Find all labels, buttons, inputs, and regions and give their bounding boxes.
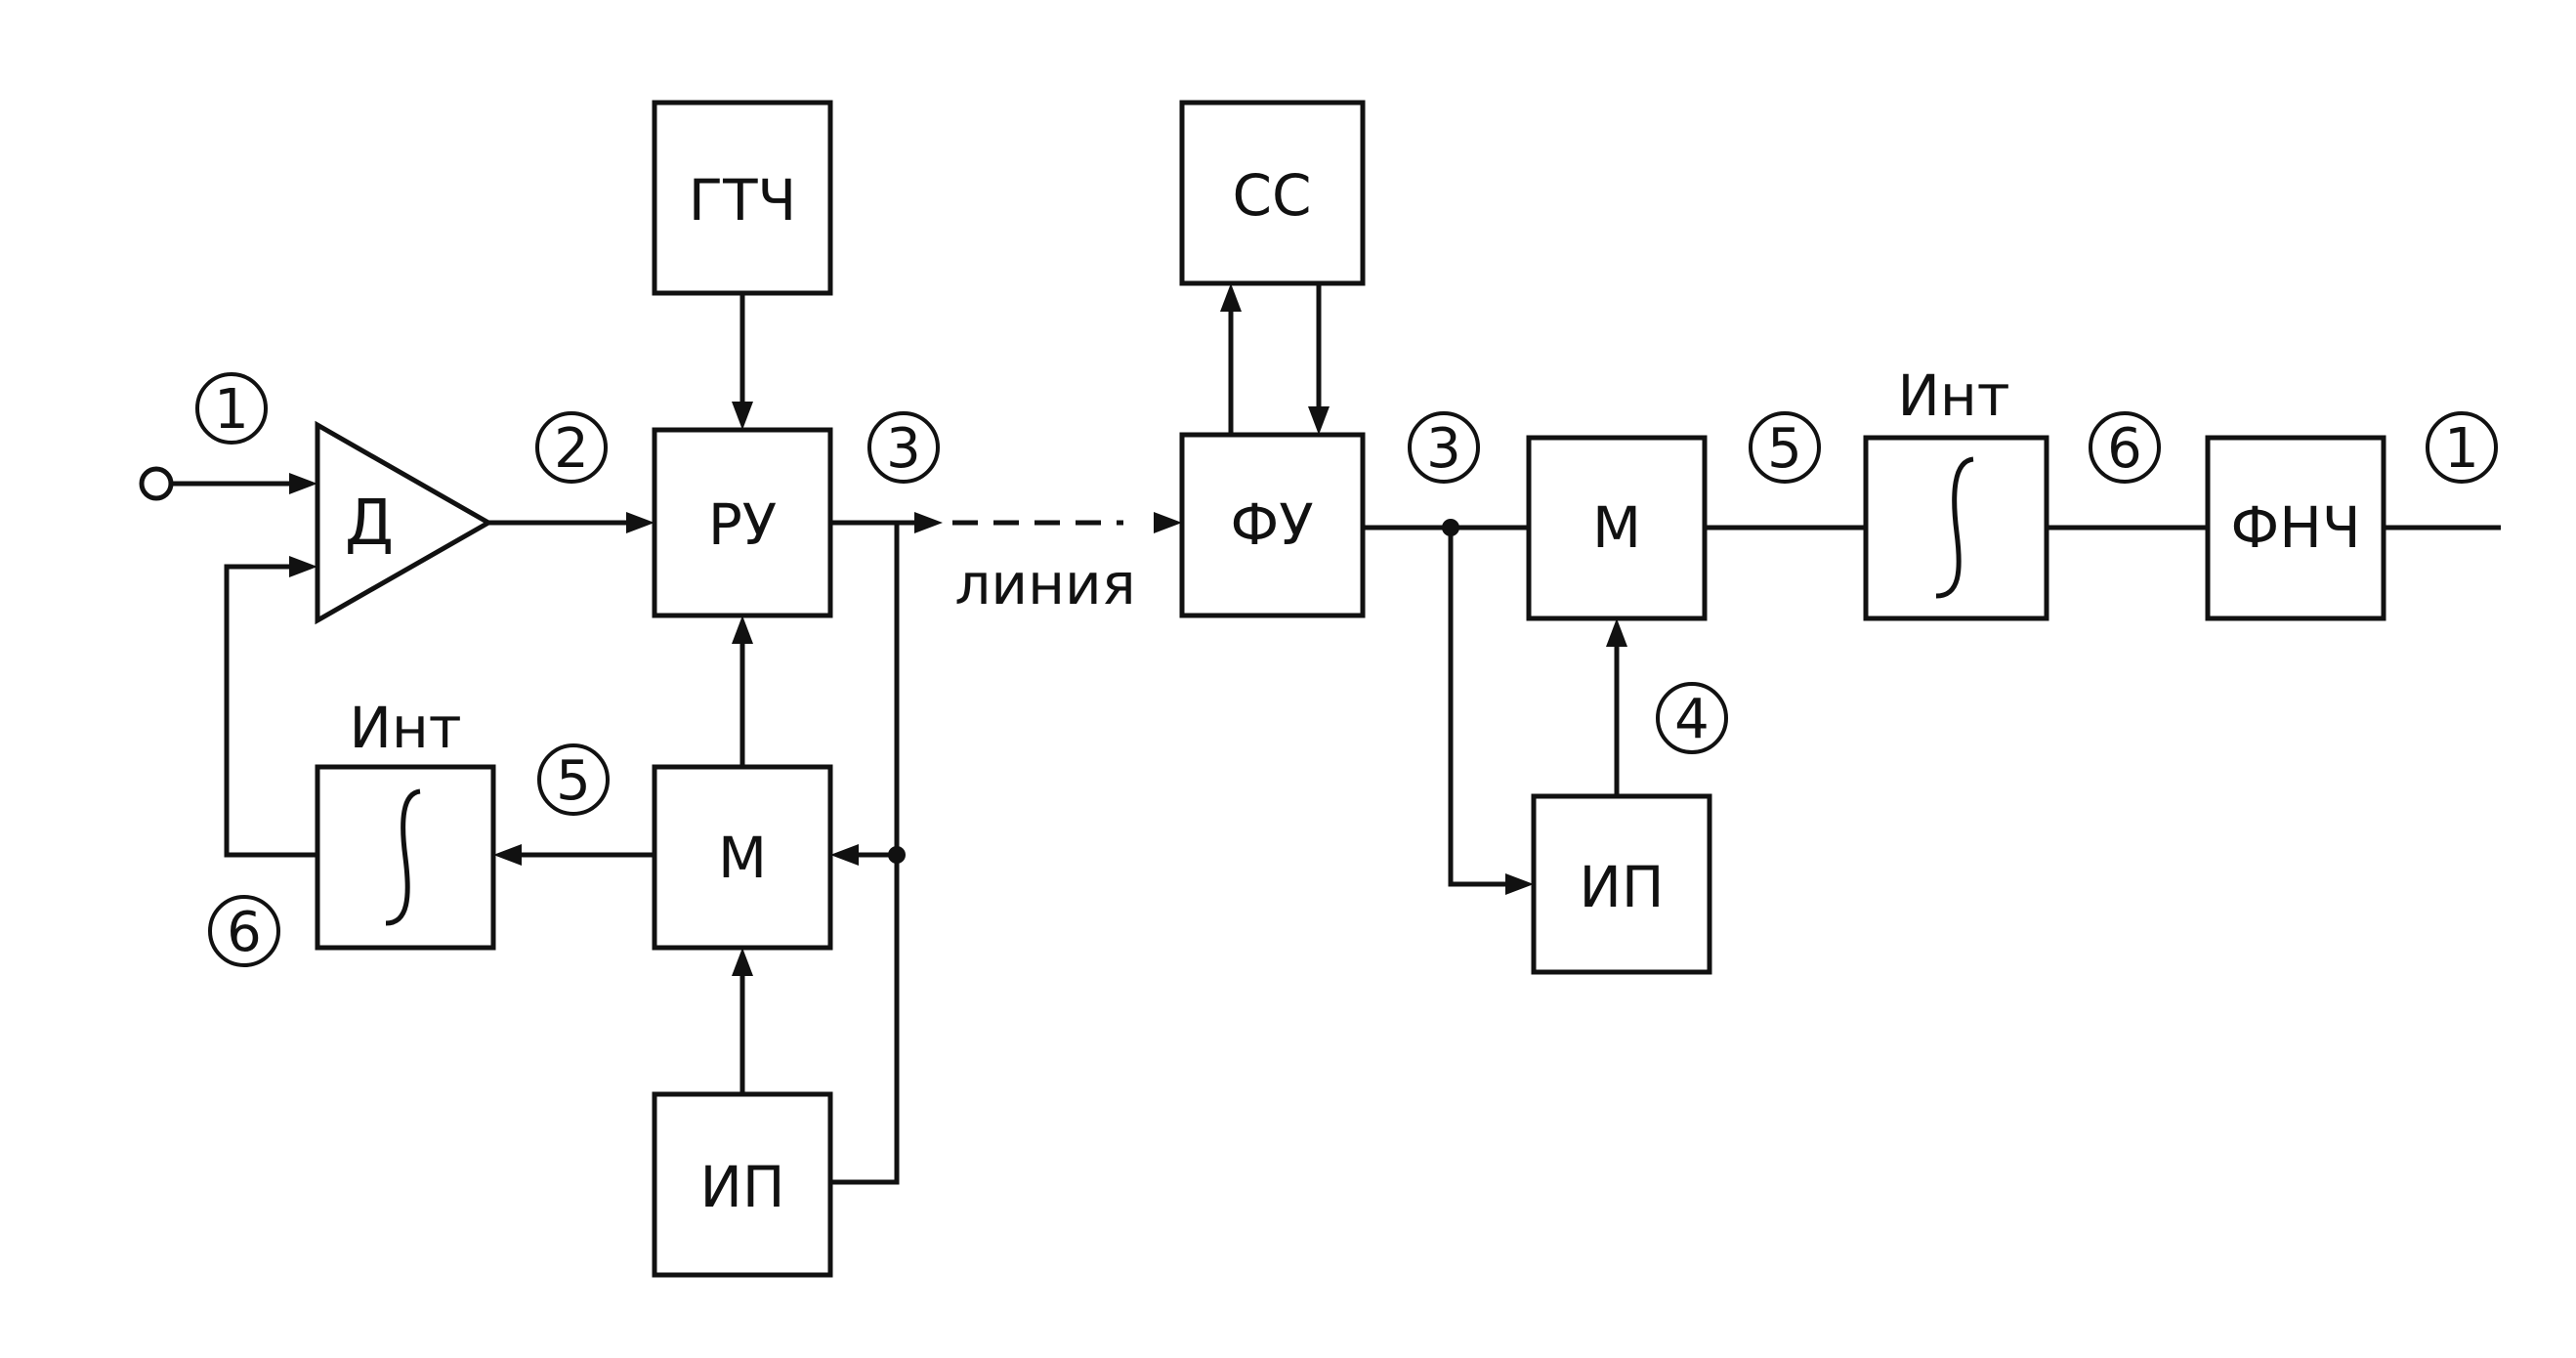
- marker-after-ru: 3: [867, 411, 940, 484]
- fu-block: ФУ: [1179, 432, 1366, 618]
- svg-text:1: 1: [214, 378, 249, 442]
- marker-left-int-out: 6: [208, 895, 280, 967]
- svg-text:3: 3: [1426, 417, 1461, 481]
- ip-right-block: ИП: [1531, 793, 1712, 975]
- detector-block: Д: [315, 420, 494, 625]
- arrow-head: [732, 948, 753, 976]
- arrow-head: [1220, 283, 1242, 312]
- ip-right-label: ИП: [1580, 854, 1665, 920]
- ru-label: РУ: [708, 491, 777, 558]
- fnch-block: ФНЧ: [2205, 435, 2386, 621]
- int-right-label: Инт: [1897, 362, 2009, 429]
- wire-branch-ip: [1448, 528, 1509, 887]
- detector-label: Д: [345, 488, 394, 560]
- arrow-head: [626, 512, 655, 533]
- arrow-head: [1308, 406, 1330, 435]
- wire-feedback-tap: [830, 523, 900, 1185]
- marker-input: 1: [195, 372, 268, 445]
- line-label: линия: [954, 551, 1135, 617]
- fnch-label: ФНЧ: [2230, 494, 2360, 561]
- int-right-block: Инт: [1863, 362, 2049, 621]
- ip-left-block: ИП: [652, 1091, 833, 1278]
- int-left-label: Инт: [349, 695, 461, 761]
- arrow-head: [732, 402, 753, 430]
- svg-text:3: 3: [886, 417, 921, 481]
- arrow-head: [914, 512, 943, 533]
- m-left-label: М: [718, 825, 767, 891]
- svg-text:5: 5: [1767, 417, 1802, 481]
- ss-label: СС: [1233, 162, 1312, 229]
- arrow-head: [830, 844, 859, 866]
- m-right-label: М: [1592, 494, 1641, 561]
- fu-label: ФУ: [1230, 491, 1313, 558]
- arrow-head: [289, 473, 317, 494]
- arrow-head: [493, 844, 522, 866]
- m-left-block: М: [652, 764, 833, 951]
- arrow-head: [1505, 873, 1534, 895]
- marker-ip-right: 4: [1656, 682, 1728, 754]
- svg-text:2: 2: [554, 417, 589, 481]
- arrow-head: [1154, 512, 1182, 533]
- marker-right-int-out: 6: [2089, 411, 2161, 484]
- gtch-block: ГТЧ: [652, 100, 833, 296]
- svg-text:5: 5: [556, 749, 591, 813]
- ss-block: СС: [1179, 100, 1366, 286]
- marker-left-int-in: 5: [537, 743, 610, 816]
- int-left-block: Инт: [315, 695, 496, 951]
- arrow-head: [1606, 618, 1627, 647]
- m-right-block: М: [1526, 435, 1708, 621]
- wire-int-detector: [224, 564, 317, 858]
- svg-text:1: 1: [2444, 417, 2479, 481]
- marker-after-fu: 3: [1408, 411, 1480, 484]
- arrow-head: [732, 615, 753, 644]
- marker-output: 1: [2426, 411, 2498, 484]
- ip-left-label: ИП: [700, 1154, 785, 1220]
- ru-block: РУ: [652, 427, 833, 618]
- marker-right-int-in: 5: [1749, 411, 1821, 484]
- svg-text:4: 4: [1674, 688, 1710, 751]
- svg-text:6: 6: [2107, 417, 2142, 481]
- gtch-label: ГТЧ: [689, 167, 797, 233]
- marker-after-detector: 2: [535, 411, 608, 484]
- svg-text:6: 6: [227, 901, 262, 964]
- input-terminal: [139, 466, 174, 501]
- arrow-head: [289, 556, 317, 577]
